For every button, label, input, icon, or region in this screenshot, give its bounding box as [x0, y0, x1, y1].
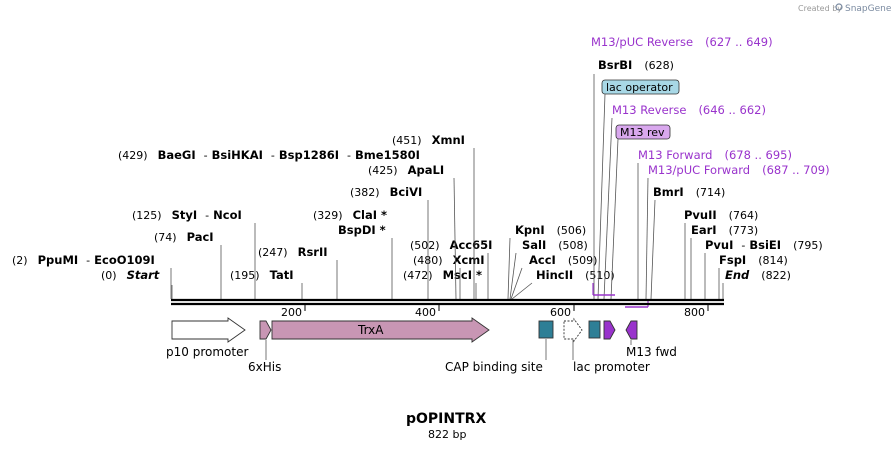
credit-brand: SnapGene — [845, 4, 892, 14]
m13-rev-label: M13 rev — [620, 126, 665, 139]
ruler: 200 400 600 800 — [281, 304, 709, 319]
svg-text:(480)XcmI: (480)XcmI — [413, 253, 485, 267]
svg-text:(125)StyI-NcoI: (125)StyI-NcoI — [132, 208, 242, 222]
svg-text:PvuII(764): PvuII(764) — [684, 208, 758, 222]
lac-operator-label: lac operator — [606, 81, 673, 94]
site-start[interactable]: (0)Start — [101, 268, 160, 282]
site-rsrii[interactable]: (247)RsrII — [258, 245, 328, 259]
svg-text:(472)MscI *: (472)MscI * — [403, 268, 482, 282]
site-pvui-bsiei[interactable]: PvuI-BsiEI(795) — [705, 238, 823, 252]
site-baegi-group[interactable]: (429)BaeGI-BsiHKAI-Bsp1286I-Bme1580I — [118, 148, 420, 162]
primer-m13puc-forward[interactable]: M13/pUC Forward(687 .. 709) — [648, 163, 830, 177]
site-kpni[interactable]: KpnI(506) — [515, 223, 586, 237]
svg-text:BsrBI(628): BsrBI(628) — [598, 58, 674, 72]
site-bmri[interactable]: BmrI(714) — [653, 185, 725, 199]
svg-text:(425)ApaLI: (425)ApaLI — [368, 163, 444, 177]
map-title: pOPINTRX — [406, 411, 486, 427]
site-xcmi[interactable]: (480)XcmI — [413, 253, 485, 267]
feature-m13-fwd[interactable] — [625, 320, 638, 345]
site-ppumi-ecoo109i[interactable]: (2)PpuMI-EcoO109I — [12, 253, 155, 267]
feature-p10-promoter[interactable] — [171, 317, 246, 343]
svg-text:(2)PpuMI-EcoO109I: (2)PpuMI-EcoO109I — [12, 253, 155, 267]
feature-m13-rev[interactable] — [603, 320, 616, 340]
credit-text: Created by — [798, 4, 842, 13]
site-clai[interactable]: (329)ClaI * — [313, 208, 387, 222]
site-stems — [170, 74, 724, 300]
svg-text:(74)PacI: (74)PacI — [154, 230, 214, 244]
ruler-tick-label-200: 200 — [281, 306, 302, 319]
m13-rev-box[interactable] — [615, 124, 671, 140]
site-acc65i[interactable]: (502)Acc65I — [410, 238, 492, 252]
svg-text:(247)RsrII: (247)RsrII — [258, 245, 328, 259]
feature-label-m13-fwd: M13 fwd — [626, 345, 677, 359]
svg-text:EarI(773): EarI(773) — [691, 223, 758, 237]
feature-lac-operator-block[interactable] — [588, 320, 601, 339]
site-tati[interactable]: (195)TatI — [230, 268, 294, 282]
map-size: 822 bp — [428, 428, 466, 441]
ruler-tick-label-600: 600 — [550, 306, 571, 319]
site-paci[interactable]: (74)PacI — [154, 230, 214, 244]
ruler-tick-label-400: 400 — [415, 306, 436, 319]
site-end[interactable]: End(822) — [725, 268, 791, 282]
site-eari[interactable]: EarI(773) — [691, 223, 758, 237]
svg-text:(329)ClaI *: (329)ClaI * — [313, 208, 387, 222]
svg-text:KpnI(506): KpnI(506) — [515, 223, 586, 237]
feature-6xhis[interactable] — [259, 320, 272, 360]
svg-text:(502)Acc65I: (502)Acc65I — [410, 238, 492, 252]
feature-lac-promoter[interactable] — [563, 317, 583, 360]
svg-text:(382)BciVI: (382)BciVI — [350, 185, 422, 199]
site-bspdi[interactable]: BspDI * — [338, 223, 386, 237]
site-hincii[interactable]: HincII(510) — [536, 268, 615, 282]
svg-text:(451)XmnI: (451)XmnI — [392, 133, 465, 147]
site-apali[interactable]: (425)ApaLI — [368, 163, 444, 177]
site-acci[interactable]: AccI(509) — [529, 253, 597, 267]
svg-text:(0)Start: (0)Start — [101, 268, 160, 282]
svg-text:BspDI *: BspDI * — [338, 223, 386, 237]
feature-trxa[interactable]: TrxA — [271, 317, 490, 343]
lac-operator-box[interactable] — [601, 79, 680, 95]
site-pvuii[interactable]: PvuII(764) — [684, 208, 758, 222]
feature-label-lac-promoter: lac promoter — [573, 360, 650, 374]
feature-label-trxa: TrxA — [357, 323, 384, 337]
svg-text:PvuI-BsiEI(795): PvuI-BsiEI(795) — [705, 238, 823, 252]
sequence-backbone[interactable] — [171, 298, 724, 306]
site-xmni[interactable]: (451)XmnI — [392, 133, 465, 147]
primer-m13-reverse[interactable]: M13 Reverse(646 .. 662) — [612, 103, 766, 117]
feature-label-6xhis: 6xHis — [248, 360, 281, 374]
feature-label-cap-binding-site: CAP binding site — [445, 360, 543, 374]
primer-m13-forward[interactable]: M13 Forward(678 .. 695) — [638, 148, 792, 162]
svg-text:(429)BaeGI-BsiHKAI-Bsp1286I-Bm: (429)BaeGI-BsiHKAI-Bsp1286I-Bme1580I — [118, 148, 420, 162]
svg-text:HincII(510): HincII(510) — [536, 268, 615, 282]
svg-text:(195)TatI: (195)TatI — [230, 268, 294, 282]
site-fspi[interactable]: FspI(814) — [719, 253, 788, 267]
primer-m13puc-reverse[interactable]: M13/pUC Reverse(627 .. 649) — [591, 35, 773, 49]
svg-text:BmrI(714): BmrI(714) — [653, 185, 725, 199]
svg-text:FspI(814): FspI(814) — [719, 253, 788, 267]
site-bsrbi[interactable]: BsrBI(628) — [598, 58, 674, 72]
svg-text:End(822): End(822) — [725, 268, 791, 282]
svg-text:AccI(509): AccI(509) — [529, 253, 597, 267]
feature-cap-binding-site[interactable] — [538, 320, 554, 360]
site-msci[interactable]: (472)MscI * — [403, 268, 482, 282]
feature-label-p10-promoter: p10 promoter — [166, 345, 248, 359]
svg-text:SalI(508): SalI(508) — [522, 238, 588, 252]
snapgene-logo-icon — [835, 3, 843, 11]
site-sali[interactable]: SalI(508) — [522, 238, 588, 252]
ruler-tick-label-800: 800 — [684, 306, 705, 319]
site-bcivi[interactable]: (382)BciVI — [350, 185, 422, 199]
site-styi-ncoi[interactable]: (125)StyI-NcoI — [132, 208, 242, 222]
